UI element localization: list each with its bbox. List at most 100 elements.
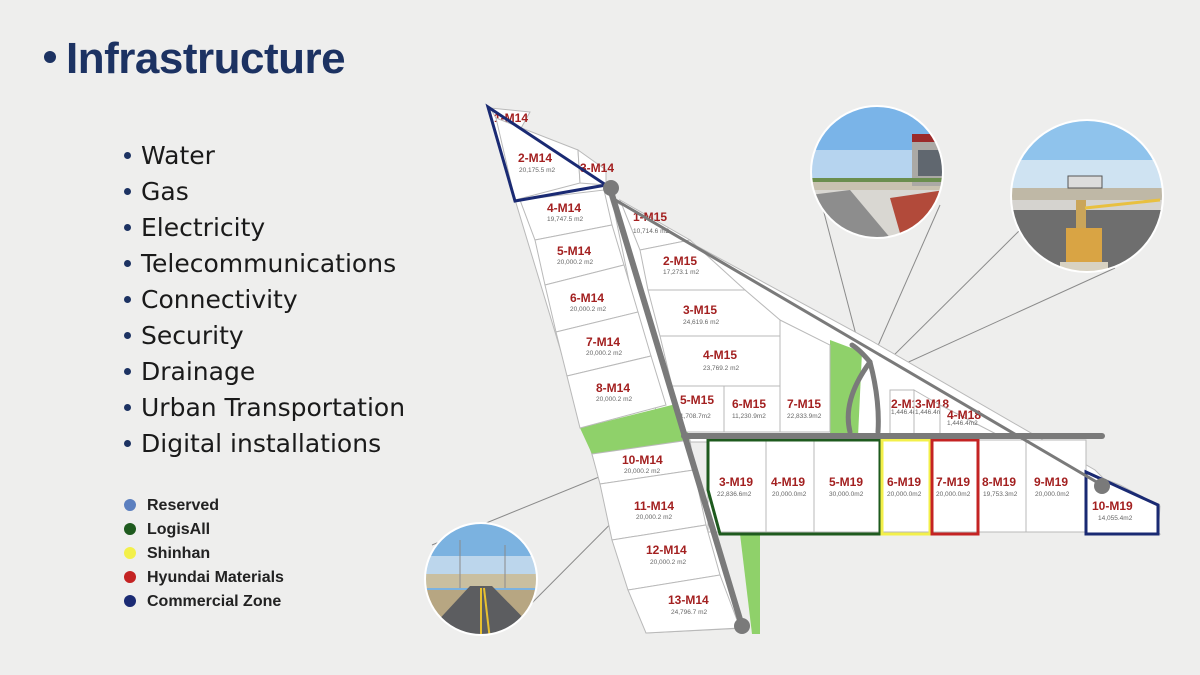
svg-text:23,769.2 m2: 23,769.2 m2: [703, 365, 740, 372]
legend-item-logisall: LogisAll: [124, 518, 284, 542]
service-item: Gas: [124, 174, 405, 210]
svg-text:4-M18: 4-M18: [947, 408, 981, 422]
svg-text:20,000.2 m2: 20,000.2 m2: [624, 468, 661, 475]
lot-m14-2: 2-M14 20,175.5 m2: [495, 117, 581, 201]
green-zone: [740, 534, 760, 634]
svg-text:20,000.0m2: 20,000.0m2: [936, 491, 971, 498]
svg-text:7-M19: 7-M19: [936, 475, 970, 489]
lot-m14-8: 8-M14 20,000.2 m2: [566, 355, 667, 429]
shinhan-zone-outline: [880, 438, 932, 536]
svg-text:20,000.2 m2: 20,000.2 m2: [586, 350, 623, 357]
lot-m19-5: 5-M19 30,000.0m2: [813, 439, 881, 533]
svg-text:6-M15: 6-M15: [732, 397, 766, 411]
lot-m19-3: 3-M19 22,836.6m2: [707, 439, 767, 533]
lot-m15-7: 7-M15 22,833.9m2: [779, 319, 831, 433]
bullet-icon: [124, 223, 131, 231]
legend-item-reserved: Reserved: [124, 494, 284, 518]
service-item: Telecommunications: [124, 246, 405, 282]
lot-m15-5: 5-M15 1,708.7m2: [671, 385, 725, 433]
lot-m18-2: 2-M18 1,446.4m2: [889, 389, 925, 437]
service-item: Water: [124, 138, 405, 174]
svg-text:22,833.9m2: 22,833.9m2: [787, 413, 822, 420]
legend-item-commercial: Commercial Zone: [124, 590, 284, 614]
commercial-zone-outline-north: [485, 103, 610, 203]
service-item: Electricity: [124, 210, 405, 246]
bullet-icon: [124, 295, 131, 303]
lot-m15-4: 4-M15 23,769.2 m2: [659, 335, 781, 387]
hyundai-swatch-icon: [124, 570, 136, 583]
svg-text:6-M19: 6-M19: [887, 475, 921, 489]
svg-text:11,230.9m2: 11,230.9m2: [732, 413, 766, 420]
lot-m14-12: 12-M14 20,000.2 m2: [611, 524, 721, 591]
svg-text:10-M19: 10-M19: [1092, 499, 1133, 513]
svg-text:14,055.4m2: 14,055.4m2: [1098, 515, 1133, 522]
service-item: Security: [124, 318, 405, 354]
lot-m15-3: 3-M15 24,619.6 m2: [647, 289, 781, 337]
svg-text:30,000.0m2: 30,000.0m2: [829, 491, 864, 498]
road-network: [607, 185, 1105, 629]
map-legend: Reserved LogisAll Shinhan Hyundai Materi…: [124, 494, 284, 614]
title-bullet-icon: [44, 51, 56, 64]
svg-text:2-M15: 2-M15: [663, 254, 697, 268]
lot-m19-7: 7-M19 20,000.0m2: [931, 439, 979, 533]
svg-text:20,175.5 m2: 20,175.5 m2: [519, 167, 556, 174]
svg-text:3-M14: 3-M14: [580, 161, 614, 175]
bullet-icon: [124, 331, 131, 339]
shinhan-swatch-icon: [124, 546, 136, 559]
hyundai-zone-outline: [930, 438, 980, 536]
road-photo: [425, 523, 537, 635]
lot-m14-5: 5-M14 20,000.2 m2: [534, 224, 625, 286]
service-item: Connectivity: [124, 282, 405, 318]
svg-text:20,000.2 m2: 20,000.2 m2: [557, 259, 594, 266]
lot-m14-4: 4-M14 19,747.5 m2: [519, 189, 613, 241]
svg-text:12-M14: 12-M14: [646, 543, 687, 557]
svg-text:24,796.7 m2: 24,796.7 m2: [671, 609, 708, 616]
lot-m14-13: 13-M14 24,796.7 m2: [627, 574, 741, 634]
photo-frame: [810, 105, 944, 239]
lot-m19-9: 9-M19 20,000.0m2: [1025, 439, 1087, 533]
svg-text:10-M14: 10-M14: [622, 453, 663, 467]
svg-text:3-M15: 3-M15: [683, 303, 717, 317]
commercial-zone-outline-east: [1084, 469, 1160, 536]
svg-text:5-M19: 5-M19: [829, 475, 863, 489]
lot-m14-3: 3-M14: [577, 148, 614, 186]
svg-text:20,000.2 m2: 20,000.2 m2: [570, 306, 607, 313]
svg-text:8-M14: 8-M14: [596, 381, 630, 395]
legend-item-shinhan: Shinhan: [124, 542, 284, 566]
roundabout-node: [603, 180, 619, 196]
svg-text:4-M19: 4-M19: [771, 475, 805, 489]
service-item: Urban Transportation: [124, 390, 405, 426]
logisall-swatch-icon: [124, 522, 136, 535]
service-item: Digital installations: [124, 426, 405, 462]
bullet-icon: [124, 439, 131, 447]
page-title: Infrastructure: [44, 34, 346, 84]
reserved-swatch-icon: [124, 498, 136, 511]
svg-text:2-M14: 2-M14: [518, 151, 552, 165]
svg-text:8-M19: 8-M19: [982, 475, 1016, 489]
page-title-text: Infrastructure: [66, 34, 346, 83]
photo-frame: [1010, 119, 1164, 273]
bullet-icon: [124, 151, 131, 159]
svg-text:1-M15: 1-M15: [633, 210, 667, 224]
lot-m19-4: 4-M19 20,000.0m2: [765, 439, 815, 533]
services-list: Water Gas Electricity Telecommunications…: [124, 138, 405, 462]
service-item: Drainage: [124, 354, 405, 390]
lot-m19-8: 8-M19 19,753.3m2: [977, 439, 1027, 533]
lot-m15-6: 6-M15 11,230.9m2: [723, 385, 781, 433]
svg-text:20,000.2 m2: 20,000.2 m2: [636, 514, 673, 521]
lot-m19-6: 6-M19 20,000.0m2: [881, 439, 931, 533]
svg-text:20,000.2 m2: 20,000.2 m2: [650, 559, 687, 566]
entrance-barrier-photo: [1011, 120, 1163, 272]
svg-text:17,273.1 m2: 17,273.1 m2: [663, 269, 700, 276]
svg-text:6-M14: 6-M14: [570, 291, 604, 305]
svg-text:3-M19: 3-M19: [719, 475, 753, 489]
commercial-swatch-icon: [124, 594, 136, 607]
svg-text:20,000.0m2: 20,000.0m2: [772, 491, 807, 498]
svg-text:20,000.2 m2: 20,000.2 m2: [596, 396, 633, 403]
security-checkpoint-photo: [811, 106, 943, 238]
lot-m14-10: 10-M14 20,000.2 m2: [591, 439, 695, 485]
svg-text:19,753.3m2: 19,753.3m2: [983, 491, 1018, 498]
svg-text:9-M19: 9-M19: [1034, 475, 1068, 489]
logisall-zone-outline: [706, 438, 882, 536]
svg-text:7-M14: 7-M14: [586, 335, 620, 349]
